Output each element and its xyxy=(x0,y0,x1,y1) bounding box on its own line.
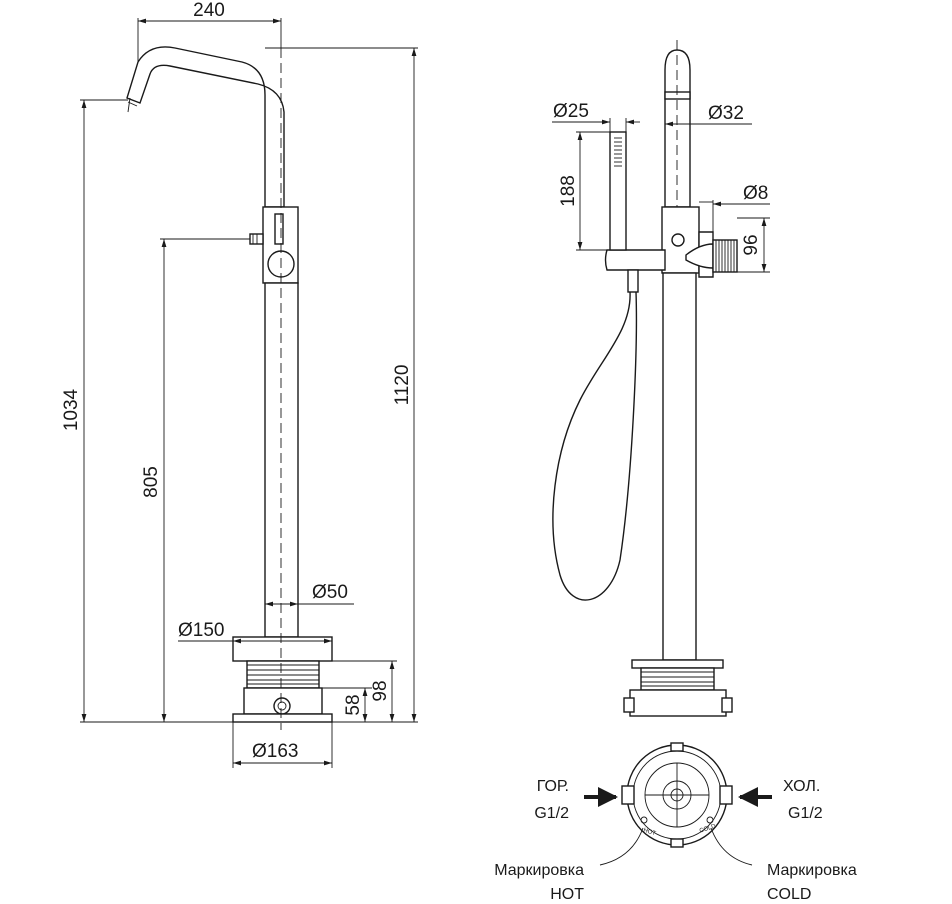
dim-805: 805 xyxy=(141,466,162,498)
cold-label-2: G1/2 xyxy=(788,805,823,822)
hot-label-1: ГОР. xyxy=(537,778,569,795)
tiny-hot-mark: HOT xyxy=(642,828,656,838)
mark-hot-1: Маркировка xyxy=(494,862,584,879)
dim-d163: Ø163 xyxy=(252,741,298,762)
mark-cold-1: Маркировка xyxy=(767,862,857,879)
dim-98: 98 xyxy=(370,680,391,701)
tiny-cold-mark: COLD xyxy=(699,823,717,834)
hose xyxy=(552,291,638,601)
mark-cold-2: COLD xyxy=(767,886,811,903)
dim-d8: Ø8 xyxy=(743,183,768,204)
dim-58: 58 xyxy=(343,694,364,715)
dim-1034: 1034 xyxy=(61,388,82,431)
holder-arm xyxy=(604,249,666,271)
plan-view: HOT COLD ГОР. G1/2 ХОЛ. G1/2 Маркировка … xyxy=(494,742,857,903)
dim-d25: Ø25 xyxy=(553,101,589,122)
aerator-tip xyxy=(127,97,138,113)
mounting-flange xyxy=(232,713,333,723)
dim-d50: Ø50 xyxy=(312,582,348,603)
dim-d32: Ø32 xyxy=(708,103,744,124)
front-view: 240 1120 1034 805 Ø50 Ø150 Ø163 xyxy=(61,0,418,768)
hand-shower xyxy=(609,131,627,251)
dim-188: 188 xyxy=(558,175,579,207)
diverter-pin xyxy=(249,233,264,245)
body-column-side xyxy=(662,272,697,661)
spout-side xyxy=(664,49,691,208)
dim-1120: 1120 xyxy=(392,365,413,406)
dim-d150: Ø150 xyxy=(178,620,224,641)
lever xyxy=(274,213,284,245)
spout xyxy=(126,46,285,208)
side-view: Ø25 Ø32 188 Ø8 96 xyxy=(552,40,770,717)
hot-label-2: G1/2 xyxy=(534,805,569,822)
thread-section xyxy=(246,660,320,689)
cold-label-1: ХОЛ. xyxy=(783,778,820,795)
dim-96: 96 xyxy=(741,234,762,255)
body-column xyxy=(264,282,299,638)
dim-240: 240 xyxy=(193,0,225,21)
mark-hot-2: HOT xyxy=(550,886,584,903)
base-side xyxy=(631,659,724,669)
